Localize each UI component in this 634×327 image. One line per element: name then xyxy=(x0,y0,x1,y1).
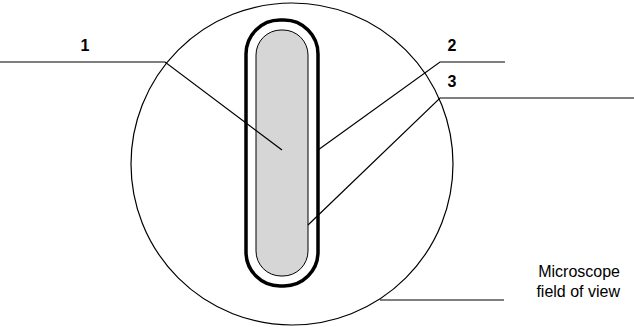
callout-number: 1 xyxy=(81,36,90,56)
leader-line xyxy=(0,62,282,150)
callout-number: 2 xyxy=(448,36,457,56)
field-of-view-circle xyxy=(131,3,453,325)
leader-line xyxy=(380,299,504,300)
cell-wall xyxy=(246,20,318,286)
leader-line xyxy=(308,98,634,225)
cytoplasm xyxy=(256,30,308,276)
field-label: Microscope field of view xyxy=(510,262,620,302)
callout-number: 3 xyxy=(448,72,457,92)
leader-line xyxy=(318,62,505,150)
